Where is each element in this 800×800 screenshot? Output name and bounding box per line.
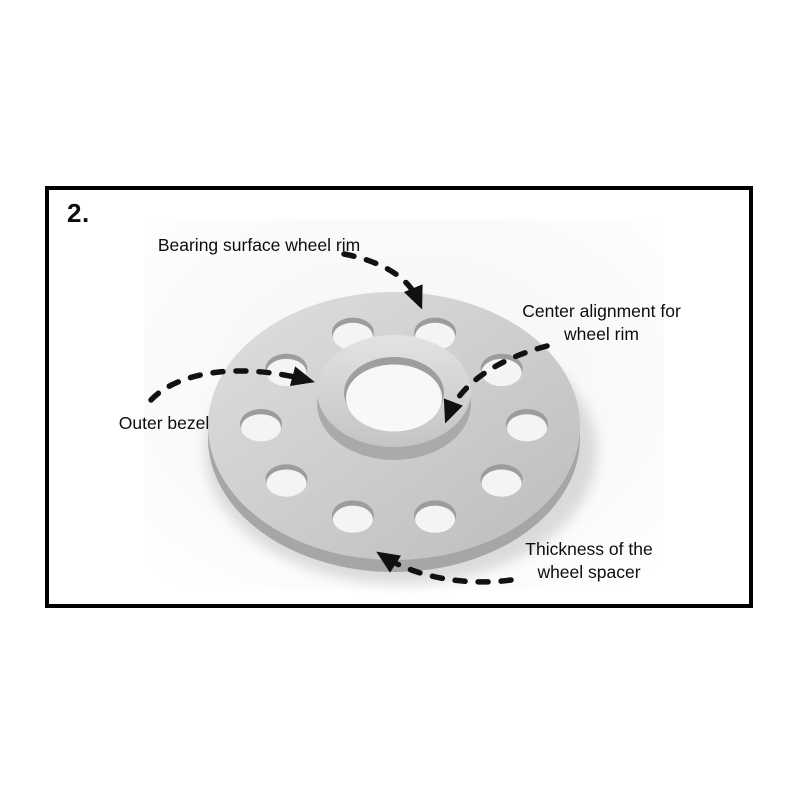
arrow-center-alignment [443,343,550,424]
wheel-spacer-illustration [144,220,664,590]
bolt-hole [240,409,282,442]
bolt-hole [331,500,374,533]
label-bearing-surface: Bearing surface wheel rim [157,235,361,255]
instruction-panel: 2. Bearing surface wheel rim Center alig… [45,186,753,608]
label-thickness: Thickness of the wheel spacer [525,539,653,582]
hub-bore [344,357,444,432]
arrow-bearing-surface [341,251,423,310]
bolt-hole [506,409,548,442]
bolt-hole [480,353,523,387]
bolt-hole [265,353,308,387]
step-number: 2. [67,198,90,228]
arrow-outer-bezel [148,366,315,403]
bolt-hole [414,500,457,533]
bolt-hole [265,464,308,497]
label-center-alignment: Center alignment for wheel rim [522,301,681,344]
bolt-hole [480,464,523,497]
arrow-thickness [376,551,514,585]
label-outer-bezel: Outer bezel [118,413,210,433]
